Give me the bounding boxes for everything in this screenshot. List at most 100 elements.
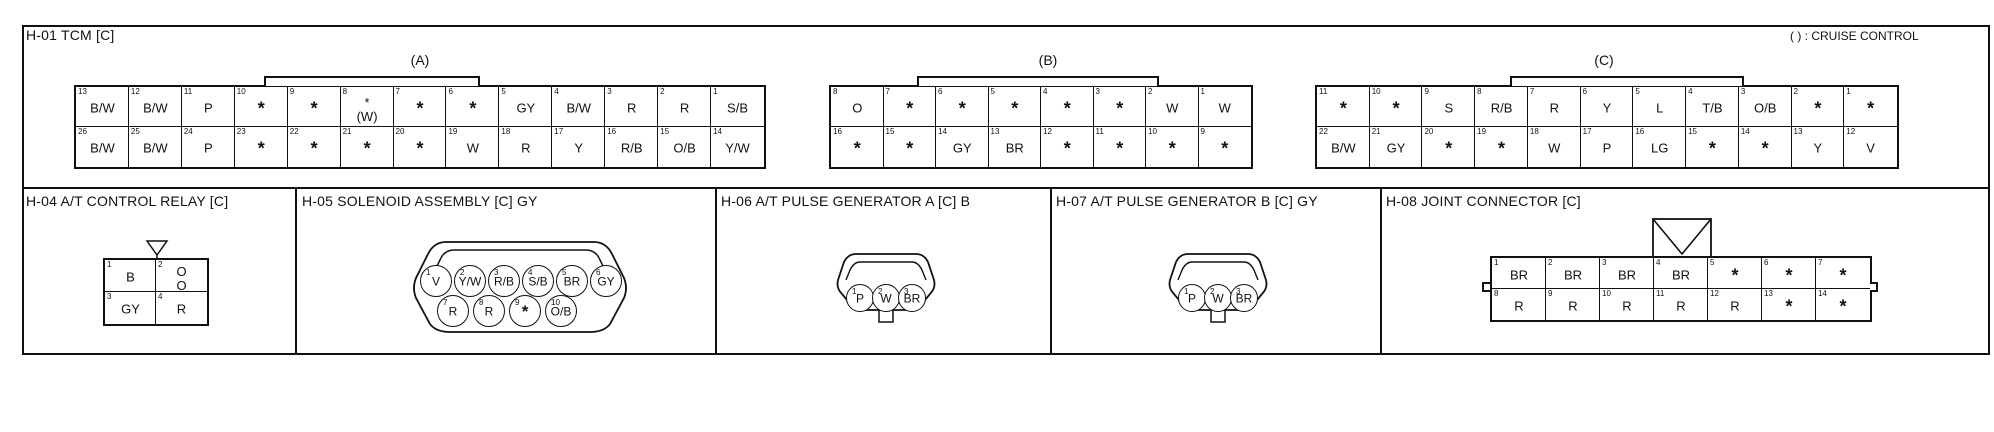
h01-connector-a-label: (A)	[410, 52, 430, 68]
pin-number: 4	[554, 87, 559, 96]
h08-key-triangle	[1652, 218, 1712, 258]
h01-c-pin-11: 11*	[1316, 86, 1370, 127]
pin-number: 2	[1210, 287, 1215, 296]
h01-c-pin-1: 1*	[1843, 86, 1897, 127]
wire-color: BR	[903, 291, 921, 306]
pin-number: 12	[1846, 127, 1856, 136]
pin-number: 1	[852, 287, 857, 296]
wire-color: B/W	[143, 100, 168, 116]
wire-color: W	[466, 140, 480, 156]
wire-color: V	[431, 274, 440, 289]
pin-number: 1	[1184, 287, 1189, 296]
section-divider-horizontal	[22, 187, 1990, 189]
pin-number: 6	[938, 87, 943, 96]
wire-color: W	[1166, 100, 1179, 116]
wire-color: R/B	[1490, 100, 1513, 116]
pin-number: 21	[342, 127, 352, 136]
h01-a-pin-8: 8* (W)	[339, 86, 394, 127]
pin-number: 1	[713, 87, 718, 96]
pin-number: 13	[1764, 289, 1773, 298]
wire-color: R	[176, 301, 187, 317]
wire-color: *	[469, 98, 477, 119]
wire-color: *	[1116, 98, 1124, 119]
wire-color: Y/W	[725, 140, 750, 156]
wire-color: R	[521, 140, 531, 156]
wire-color: *	[1785, 264, 1793, 285]
pin-number: 16	[607, 127, 617, 136]
wire-color: R	[448, 304, 458, 319]
section-divider-h07-h08	[1380, 188, 1382, 355]
pin-number: 12	[1043, 127, 1052, 136]
pin-number: 3	[607, 87, 612, 96]
wire-color: R/B	[493, 274, 514, 289]
wire-color: O O	[176, 263, 187, 293]
wire-color: *	[1814, 98, 1822, 119]
wire-color: *	[1867, 98, 1875, 119]
pin-number: 1	[1200, 87, 1205, 96]
wire-color: LG	[1651, 140, 1669, 156]
wire-color: O/B	[550, 304, 572, 319]
wire-color: R	[1568, 297, 1578, 313]
wire-color: *	[1168, 138, 1176, 159]
pin-number: 20	[395, 127, 405, 136]
wire-color: *	[1221, 138, 1229, 159]
pin-number: 19	[448, 127, 458, 136]
pin-number: 10	[236, 87, 246, 96]
wire-color: BR	[1005, 140, 1024, 156]
h01-b-pin-11: 11*	[1092, 126, 1146, 167]
h04-key-triangle	[145, 240, 169, 258]
h01-c-lock	[1510, 76, 1744, 86]
section-divider-h06-h07	[1050, 188, 1052, 355]
h01-connector-c-label: (C)	[1594, 52, 1614, 68]
pin-number: 18	[501, 127, 511, 136]
h01-b-pin-9: 9*	[1197, 126, 1251, 167]
wire-color: V	[1866, 140, 1875, 156]
pin-number: 1	[107, 260, 112, 269]
wire-color: Y	[574, 140, 584, 156]
pin-number: 5	[562, 268, 567, 277]
pin-number: 17	[554, 127, 564, 136]
pin-number: 14	[713, 127, 722, 136]
wire-color: BR	[1563, 266, 1583, 282]
pin-number: 1	[426, 268, 431, 277]
wire-color: *	[310, 98, 318, 119]
wire-color: *	[1708, 138, 1716, 159]
wire-color: B/W	[90, 100, 115, 116]
pin-number: 14	[1818, 289, 1827, 298]
wire-color: *	[363, 138, 371, 159]
pin-number: 10	[1371, 87, 1381, 96]
pin-number: 10	[551, 298, 560, 307]
h01-a-pin-22: 22*	[286, 126, 341, 167]
pin-number: 11	[183, 87, 193, 96]
pin-number: 11	[1095, 127, 1104, 136]
wire-color: T/B	[1702, 100, 1723, 116]
h07-title: H-07 A/T PULSE GENERATOR B [C] GY	[1056, 193, 1318, 209]
h08-side-tab-right	[1870, 282, 1878, 292]
pin-number: 3	[494, 268, 499, 277]
